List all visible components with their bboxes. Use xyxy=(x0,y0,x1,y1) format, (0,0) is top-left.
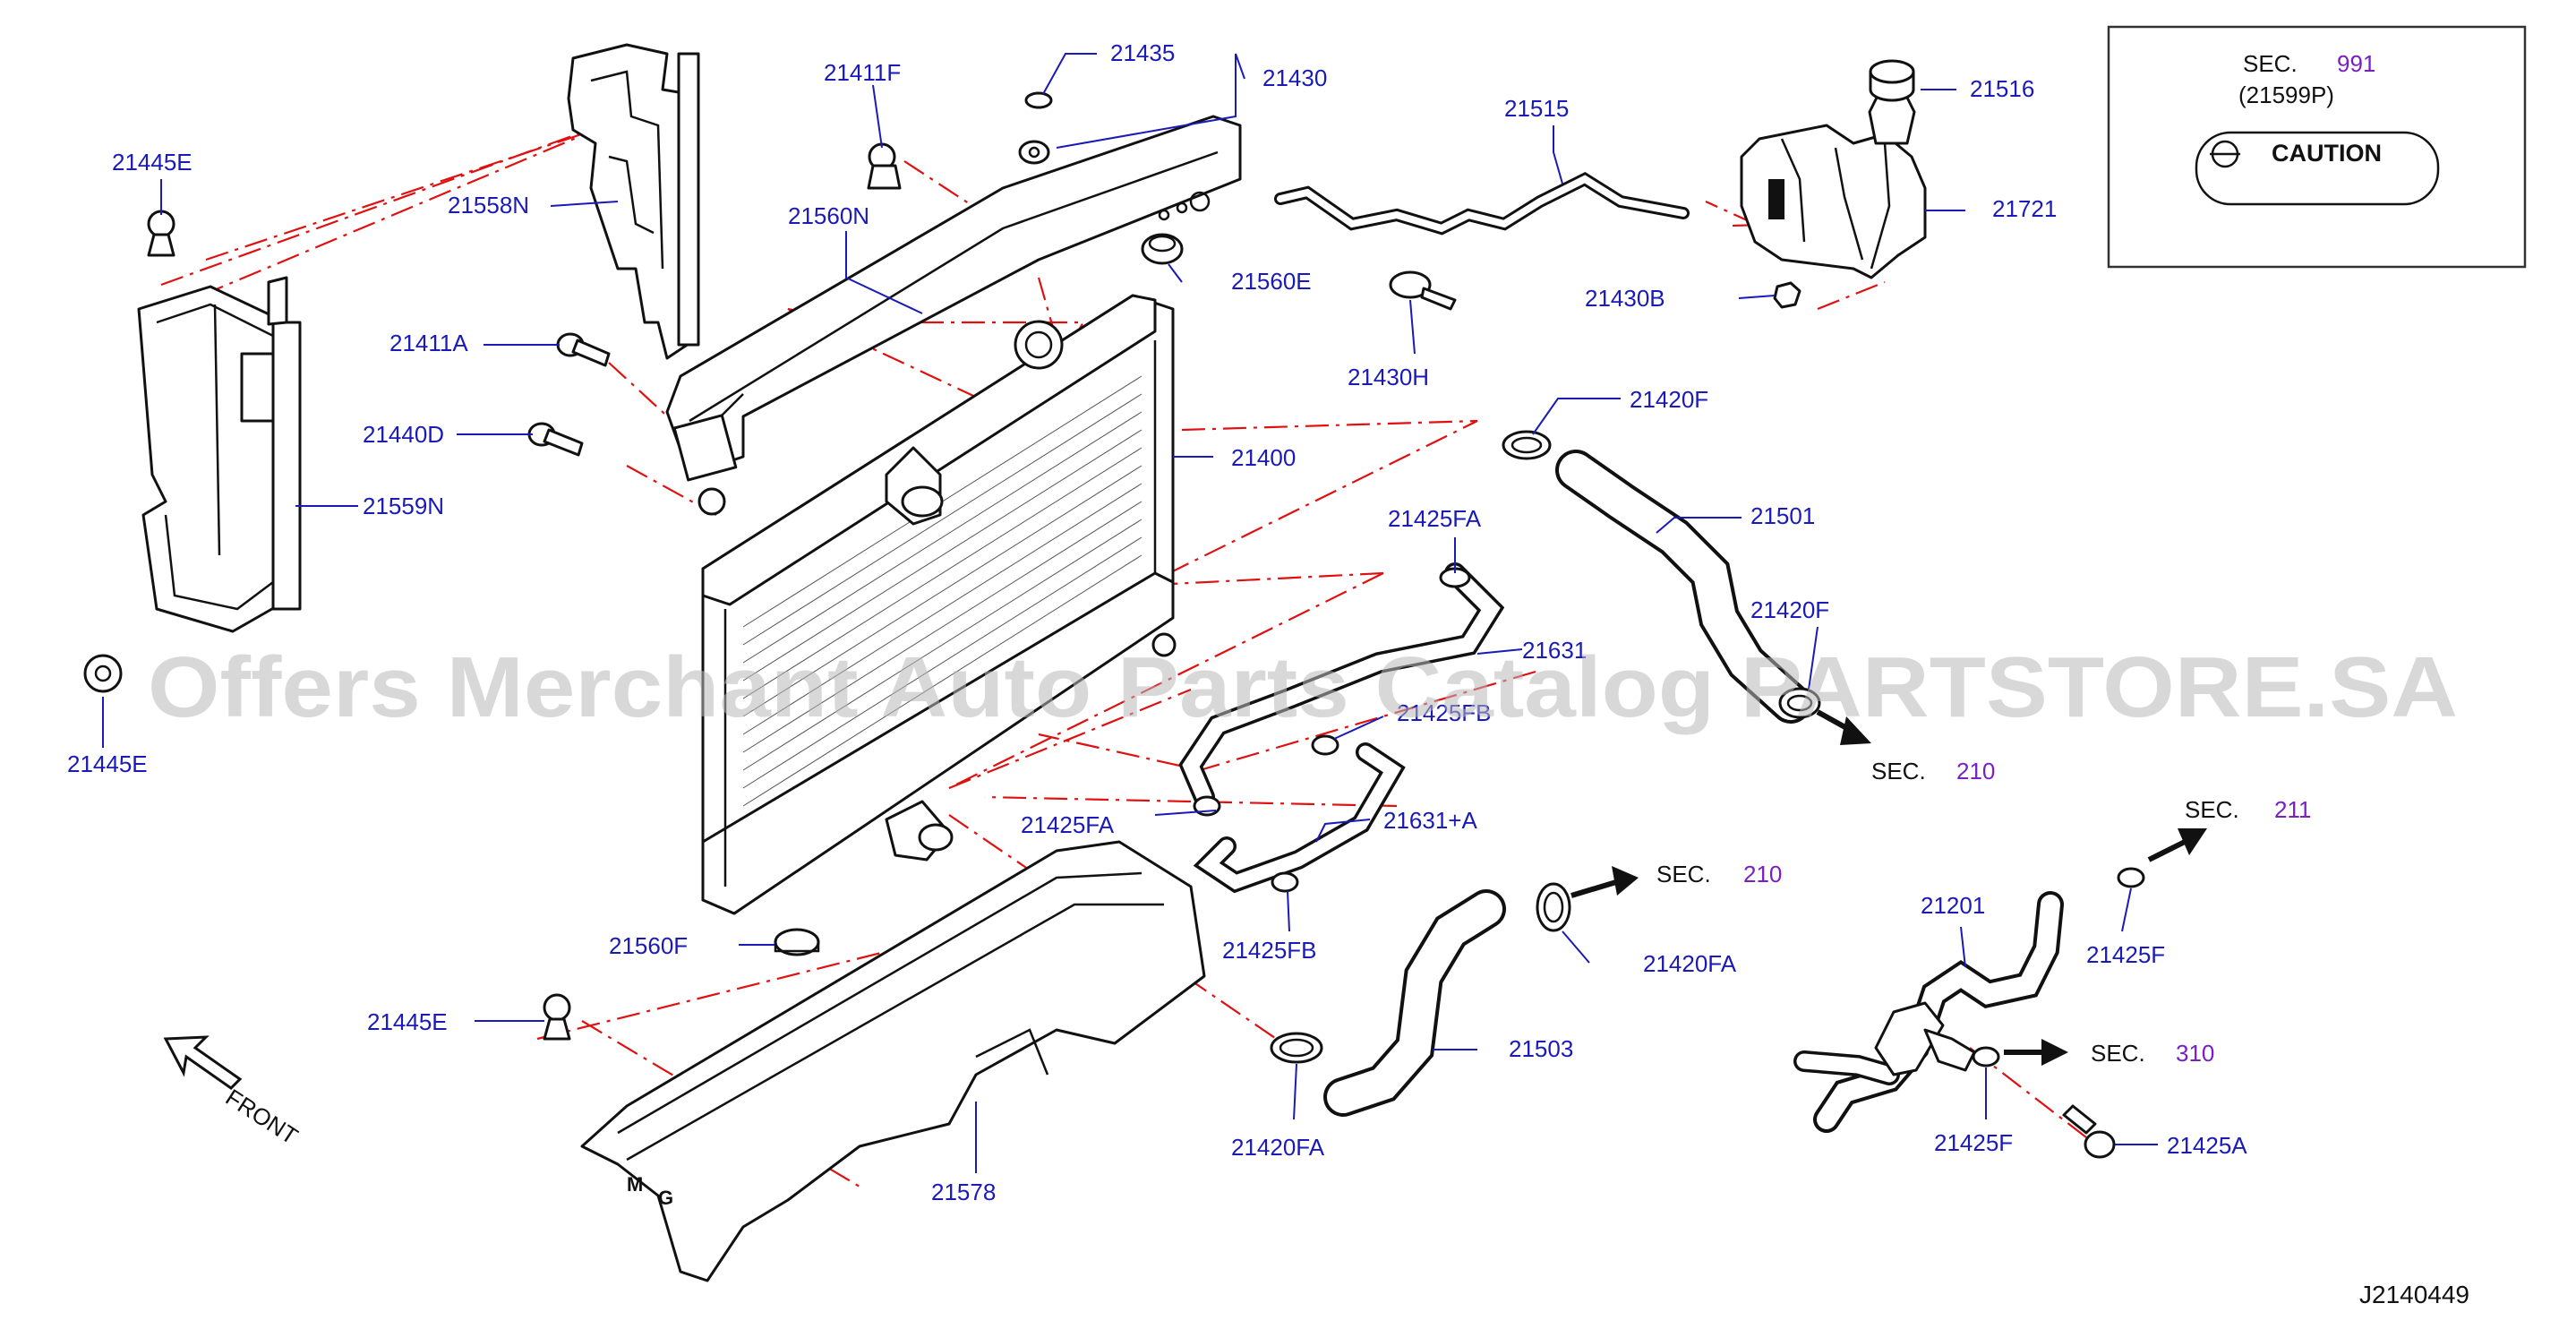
label-21445E-top: 21445E xyxy=(112,149,193,176)
grommet-21560F xyxy=(774,928,820,956)
label-21400: 21400 xyxy=(1231,444,1296,471)
clamp-21425F-top xyxy=(2117,867,2145,888)
clip-21445E-mid xyxy=(83,654,123,693)
label-21430B: 21430B xyxy=(1585,285,1665,312)
clamp-21420F-mid xyxy=(1778,687,1821,719)
label-21440D: 21440D xyxy=(363,421,444,448)
leader-lines xyxy=(102,53,2158,1173)
caution-text: CAUTION xyxy=(2272,140,2382,167)
hoses xyxy=(1178,171,2064,1133)
sec-number-211: 211 xyxy=(2274,796,2311,823)
sec-label-310: SEC. xyxy=(2091,1040,2145,1067)
watermark: Offers Merchant Auto Parts Catalog PARTS… xyxy=(148,639,2458,735)
sec-number-210-a: 210 xyxy=(1956,758,1995,785)
inset-part-ref: (21599P) xyxy=(2238,81,2334,108)
shroud-mark-m: M xyxy=(627,1173,643,1196)
front-label: FRONT xyxy=(221,1084,304,1150)
label-21560E: 21560E xyxy=(1231,268,1312,295)
arrow-sec-310 xyxy=(2041,1039,2068,1066)
label-21425A: 21425A xyxy=(2167,1132,2247,1159)
clamp-21425FB-bot xyxy=(1271,871,1299,893)
label-21516: 21516 xyxy=(1970,75,2034,102)
reservoir-tank-21721 xyxy=(1740,59,1927,279)
label-21631: 21631 xyxy=(1522,637,1587,664)
caution-plate xyxy=(2195,131,2440,206)
label-21201: 21201 xyxy=(1921,892,1985,919)
label-21558N: 21558N xyxy=(448,192,529,219)
label-21445E-bot: 21445E xyxy=(367,1008,448,1035)
nut-21430B xyxy=(1773,281,1801,309)
caution-label-inset: SEC. 991 (21599P) CAUTION xyxy=(2107,25,2527,269)
part-labels: 21445E 21558N 21411F 21435 21430 21560N … xyxy=(67,39,2247,1205)
clamp-21420FA-right xyxy=(1536,882,1571,932)
label-21435: 21435 xyxy=(1110,39,1175,66)
arrow-sec-210-a xyxy=(1840,716,1871,745)
grommet-21560E xyxy=(1141,233,1184,265)
fasteners xyxy=(83,91,2116,1159)
radiator-shroud-21559N xyxy=(137,276,302,633)
sec-label-210-b: SEC. xyxy=(1656,861,1711,887)
label-21631A: 21631+A xyxy=(1383,807,1477,834)
label-21430: 21430 xyxy=(1262,64,1327,91)
inset-frame xyxy=(2107,25,2527,269)
label-21501: 21501 xyxy=(1750,502,1815,529)
section-references: SEC. 210 SEC. 210 SEC. 211 SEC. 310 xyxy=(1656,758,2311,1067)
bracket-21558N xyxy=(567,43,700,360)
label-21411F: 21411F xyxy=(824,59,901,86)
lower-shroud-21578: M G xyxy=(580,840,1206,1282)
label-21503: 21503 xyxy=(1509,1035,1573,1062)
label-21560F: 21560F xyxy=(609,932,688,959)
hose-clamps xyxy=(1193,270,2145,1067)
bolt-21411A xyxy=(556,332,611,367)
label-21425FB-bot: 21425FB xyxy=(1222,937,1317,964)
label-21420FA-right: 21420FA xyxy=(1643,950,1737,977)
label-21425FA-top: 21425FA xyxy=(1388,505,1482,532)
clamp-21420FA-bot xyxy=(1270,1032,1323,1064)
label-21560N: 21560N xyxy=(788,202,869,229)
grommet-21430 xyxy=(1018,140,1050,165)
label-21425F-bot: 21425F xyxy=(1934,1129,2013,1156)
label-21430H: 21430H xyxy=(1348,364,1429,390)
label-21425FA-mid: 21425FA xyxy=(1021,811,1115,838)
radiator-21400 xyxy=(697,294,1177,915)
bolt-21425A xyxy=(2062,1104,2116,1159)
sec-number-210-b: 210 xyxy=(1743,861,1782,887)
section-arrows xyxy=(1570,709,2207,1066)
diagram-code: J2140449 xyxy=(2359,1281,2469,1308)
sec-number-310: 310 xyxy=(2176,1040,2214,1067)
clip-21445E-top xyxy=(147,210,175,257)
clip-21445E-bot xyxy=(543,993,571,1041)
front-arrow-icon xyxy=(163,1035,243,1090)
label-21420F-mid: 21420F xyxy=(1750,596,1829,623)
shroud-mark-g: G xyxy=(658,1187,673,1209)
engine-fitting-21201 xyxy=(1874,1001,1976,1076)
clip-21411F xyxy=(867,142,902,190)
label-21425F-top: 21425F xyxy=(2086,941,2165,968)
label-21411A: 21411A xyxy=(389,330,468,356)
label-21420FA-bot: 21420FA xyxy=(1231,1134,1325,1161)
bolt-21440D xyxy=(527,422,584,457)
clamp-21430H xyxy=(1389,270,1457,311)
label-21445E-mid: 21445E xyxy=(67,750,148,777)
arrow-sec-210-b xyxy=(1612,866,1639,896)
clamp-21425F-bot xyxy=(1972,1046,2000,1067)
sec-label-211: SEC. xyxy=(2185,796,2239,823)
upper-duct-21560N xyxy=(665,115,1242,482)
clamp-21420F-top xyxy=(1502,430,1552,460)
arrow-sec-211 xyxy=(2178,828,2207,855)
front-direction-indicator: FRONT xyxy=(163,1035,304,1150)
cap-21435 xyxy=(1024,91,1053,109)
label-21721: 21721 xyxy=(1992,195,2057,222)
sec-label-210-a: SEC. xyxy=(1871,758,1926,785)
label-21559N: 21559N xyxy=(363,493,444,519)
label-21420F-top: 21420F xyxy=(1630,386,1708,413)
label-21515: 21515 xyxy=(1504,95,1569,122)
label-21425FB-top: 21425FB xyxy=(1397,699,1492,726)
inset-sec-label: SEC. xyxy=(2243,50,2298,77)
clamp-21425FB-top xyxy=(1311,734,1339,756)
label-21578: 21578 xyxy=(931,1179,996,1205)
inset-sec-number: 991 xyxy=(2337,50,2375,77)
